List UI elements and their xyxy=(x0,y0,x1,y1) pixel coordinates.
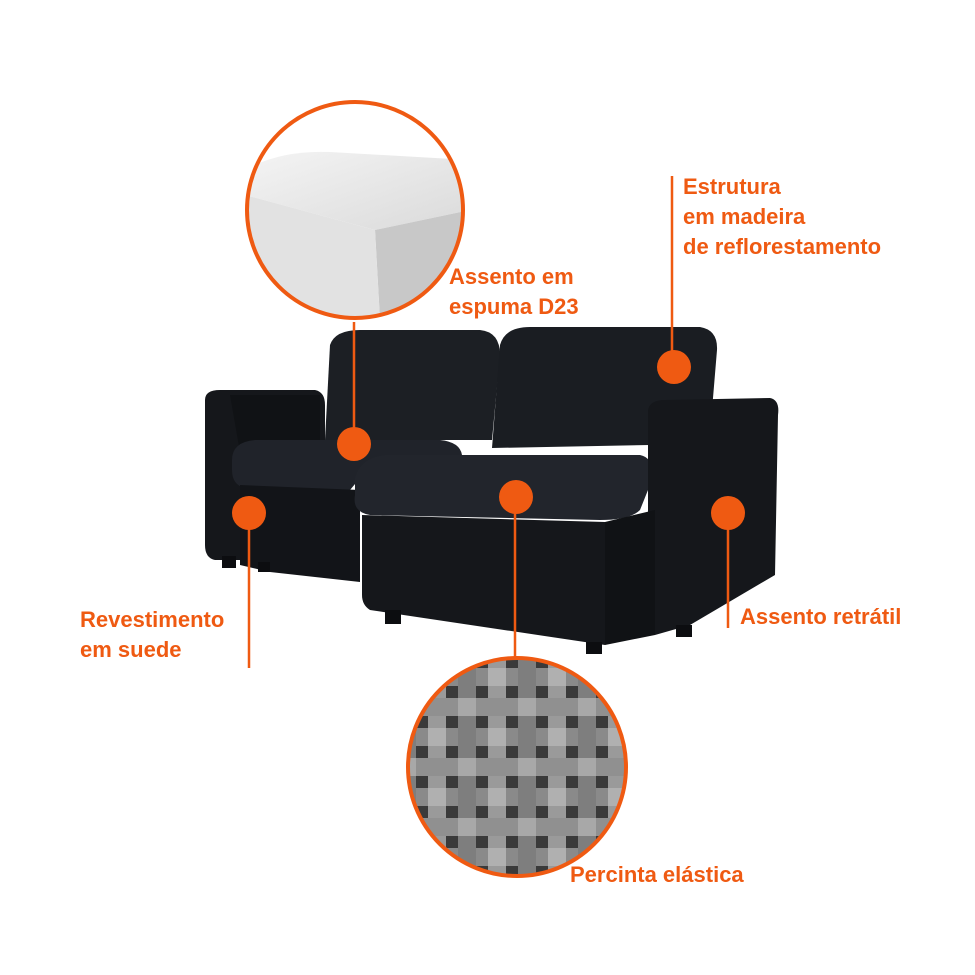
revestimento-line-1: Revestimento xyxy=(80,607,225,632)
callout-percinta: Percinta elástica xyxy=(570,860,744,890)
assento-espuma-line-1: Assento em xyxy=(449,264,574,289)
webbing-detail-image xyxy=(406,656,628,878)
dot-estrutura xyxy=(657,350,691,384)
estrutura-line-2: em madeira xyxy=(683,204,806,229)
assento-retratil-line-1: Assento retrátil xyxy=(740,604,902,629)
sofa-image xyxy=(205,327,779,654)
assento-espuma-line-2: espuma D23 xyxy=(449,294,579,319)
percinta-line-1: Percinta elástica xyxy=(570,862,744,887)
callout-assento-retratil: Assento retrátil xyxy=(740,602,901,632)
revestimento-line-2: em suede xyxy=(80,637,182,662)
dot-assento-retratil xyxy=(711,496,745,530)
dot-revestimento xyxy=(232,496,266,530)
callout-dots xyxy=(232,350,745,530)
callout-assento-espuma: Assento em espuma D23 xyxy=(449,262,579,322)
estrutura-line-3: de reflorestamento xyxy=(683,234,882,259)
dot-assento-espuma xyxy=(337,427,371,461)
leader-lines xyxy=(247,176,730,668)
callout-estrutura: Estrutura em madeira de reflorestamento xyxy=(683,172,881,262)
foam-detail-image xyxy=(245,100,465,320)
estrutura-line-1: Estrutura xyxy=(683,174,781,199)
callout-revestimento: Revestimento em suede xyxy=(80,605,224,665)
dot-percinta xyxy=(499,480,533,514)
